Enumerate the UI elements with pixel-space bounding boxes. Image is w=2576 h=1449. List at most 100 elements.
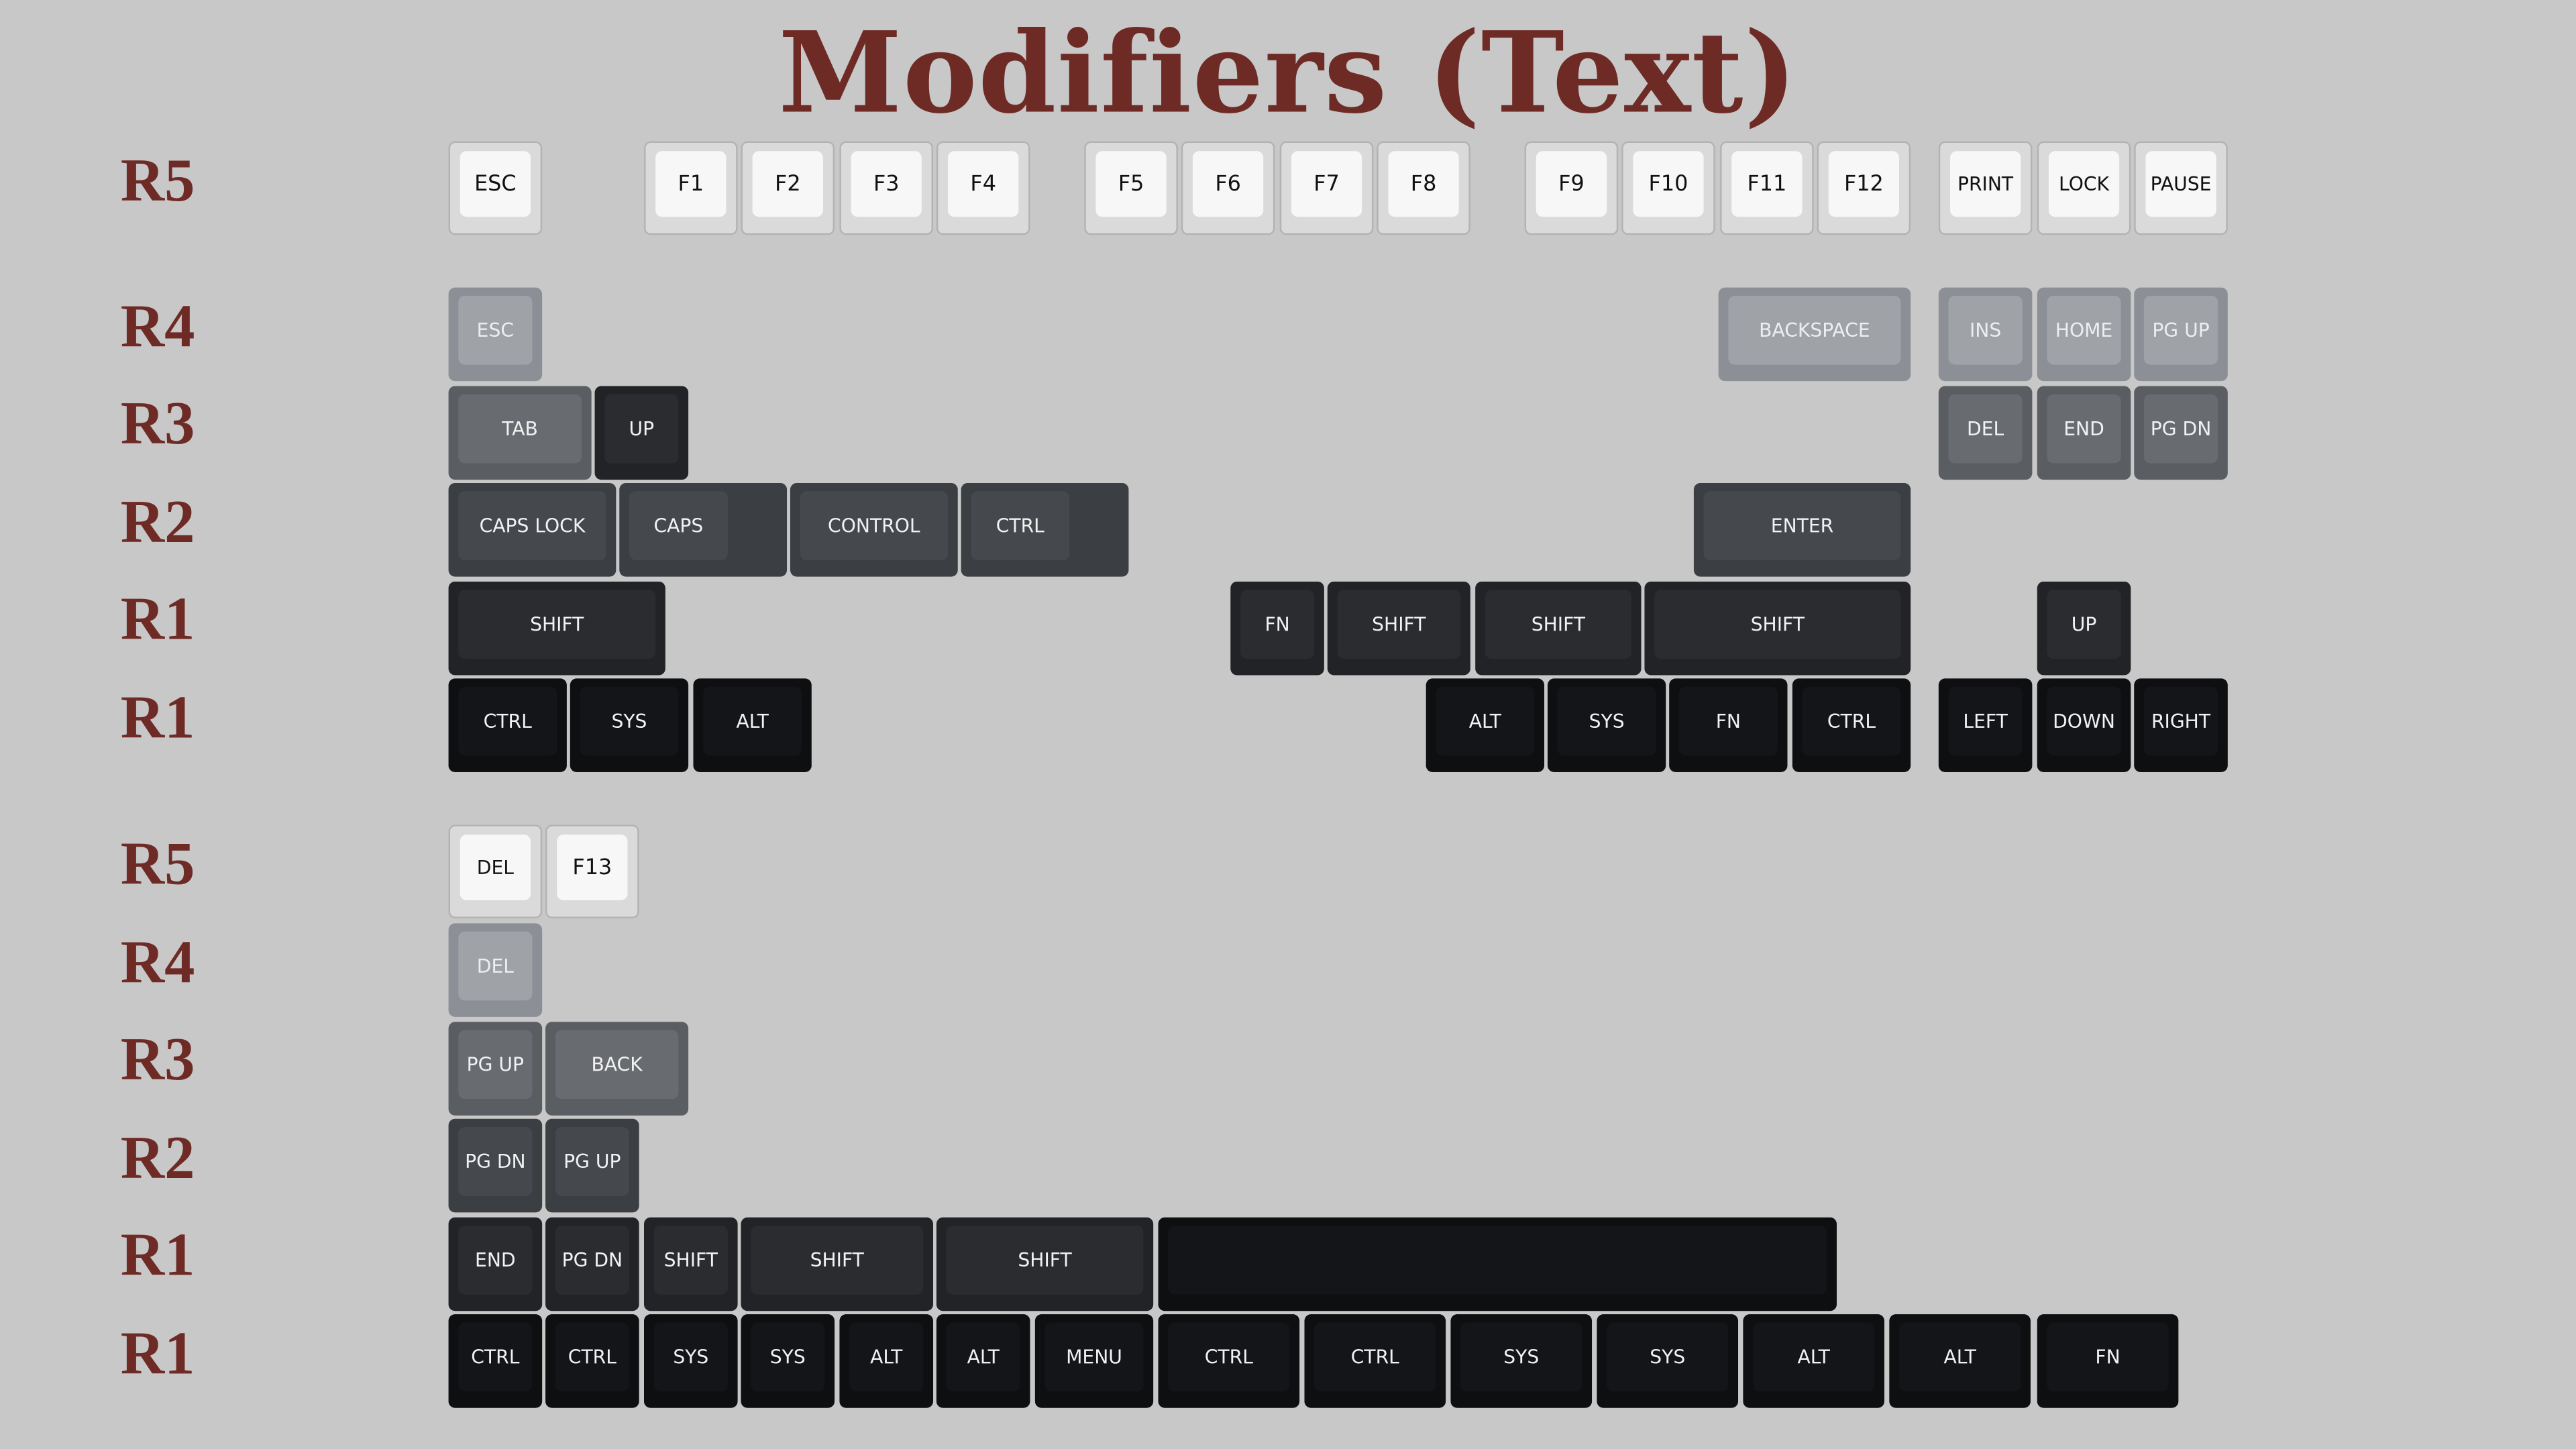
keycap: DEL [448,824,543,918]
keycap-legend: END [2047,394,2121,464]
row-label: R1 [120,586,195,654]
keycap: CONTROL [790,483,958,577]
keycap: F1 [644,141,738,235]
keycap-legend: F4 [948,151,1019,217]
keycap-legend: FN [1678,686,1778,756]
keycap-legend: TAB [458,394,582,464]
keycap: SYS [570,678,689,773]
keycap-legend: HOME [2047,295,2121,365]
keycap: SYS [741,1314,835,1408]
keycap-legend: F11 [1731,151,1803,217]
keycap: F10 [1621,141,1715,235]
keycap-legend: CTRL [1168,1322,1290,1392]
keycap-legend: F12 [1828,151,1900,217]
spacebar [1158,1217,1837,1311]
keycap-legend: F8 [1388,151,1459,217]
row-label: R5 [120,148,195,215]
keycap: UP [594,386,689,480]
keycap-legend: SHIFT [1654,590,1901,659]
keycap: F6 [1181,141,1275,235]
keycap-legend: CONTROL [800,491,949,561]
keycap-legend: FN [1240,590,1315,659]
keycap: LOCK [2037,141,2131,235]
keycap-legend: CAPS LOCK [458,491,606,561]
keycap-legend: CTRL [458,686,557,756]
keycap: F9 [1524,141,1619,235]
keycap: BACKSPACE [1718,287,1911,382]
keycap: CTRL [961,483,1129,577]
keycap-legend: CTRL [555,1322,629,1392]
row-label: R5 [120,831,195,899]
keycap: F8 [1377,141,1470,235]
keycap-legend: F13 [557,835,628,901]
keycap: ENTER [1693,483,1911,577]
keycap-legend: CTRL [1314,1322,1436,1392]
keycap: CTRL [448,1314,543,1408]
row-label: R3 [120,390,195,459]
row-label: R3 [120,1026,195,1095]
keycap-legend: SYS [1607,1322,1729,1392]
keycap-legend: CAPS [629,491,728,561]
keycap-legend: ESC [460,151,531,217]
keycap-legend: DEL [458,931,533,1001]
keycap-legend: BACK [555,1030,679,1099]
keycap-legend: UP [604,394,679,464]
keycap: FN [2037,1314,2179,1408]
keycap: DEL [1938,386,2033,480]
row-label: R4 [120,930,195,998]
keycap-legend: ALT [703,686,802,756]
row-label: R1 [120,1320,195,1389]
keycap: PG UP [545,1118,639,1213]
keycap-legend: SHIFT [458,590,656,659]
keycap-legend: INS [1948,295,2023,365]
keycap: F11 [1720,141,1814,235]
keycap-legend: ALT [946,1322,1020,1392]
keycap-legend: PG DN [458,1127,533,1196]
keycap: PG DN [448,1118,543,1213]
keycap-legend: BACKSPACE [1728,295,1901,365]
keycap: FN [1230,581,1324,676]
keycap: SYS [1450,1314,1593,1408]
keycap-legend: SYS [1460,1322,1582,1392]
keycap-legend: SHIFT [751,1225,924,1295]
keycap-legend: FN [2047,1322,2169,1392]
keycap: BACK [545,1022,689,1116]
keycap-legend: RIGHT [2143,686,2218,756]
keycap-legend: CTRL [458,1322,533,1392]
keycap-legend: F5 [1095,151,1167,217]
keycap-legend: SHIFT [653,1225,728,1295]
keycap: F3 [839,141,934,235]
keycap: UP [2037,581,2131,676]
keycap: SHIFT [644,1217,738,1311]
keycap-legend: ALT [1753,1322,1875,1392]
keycap: F12 [1817,141,1911,235]
keycap-legend: F1 [655,151,727,217]
keycap: SYS [1547,678,1666,773]
page-title: Modifiers (Text) [778,8,1798,140]
keycap-legend: F2 [752,151,823,217]
keycap: FN [1669,678,1788,773]
keycap-legend: F9 [1536,151,1607,217]
row-label: R1 [120,1222,195,1290]
keycap: F13 [545,824,639,918]
keycap: RIGHT [2134,678,2228,773]
keycap: SHIFT [1644,581,1911,676]
keycap: SHIFT [1327,581,1470,676]
keycap-legend: F6 [1192,151,1264,217]
keycap-legend: ALT [849,1322,924,1392]
row-label: R4 [120,294,195,362]
keycap: PRINT [1938,141,2033,235]
keycap-legend: DEL [460,835,531,901]
keycap: ALT [1426,678,1545,773]
keycap: ALT [936,1314,1030,1408]
row-label: R2 [120,1125,195,1193]
keycap: PG DN [545,1217,639,1311]
keycap: DEL [448,923,543,1017]
keycap: SYS [644,1314,738,1408]
keycap-legend: SHIFT [1337,590,1461,659]
keycap: CTRL [545,1314,639,1408]
keycap: CTRL [448,678,567,773]
keycap: ALT [693,678,812,773]
row-label: R2 [120,489,195,557]
